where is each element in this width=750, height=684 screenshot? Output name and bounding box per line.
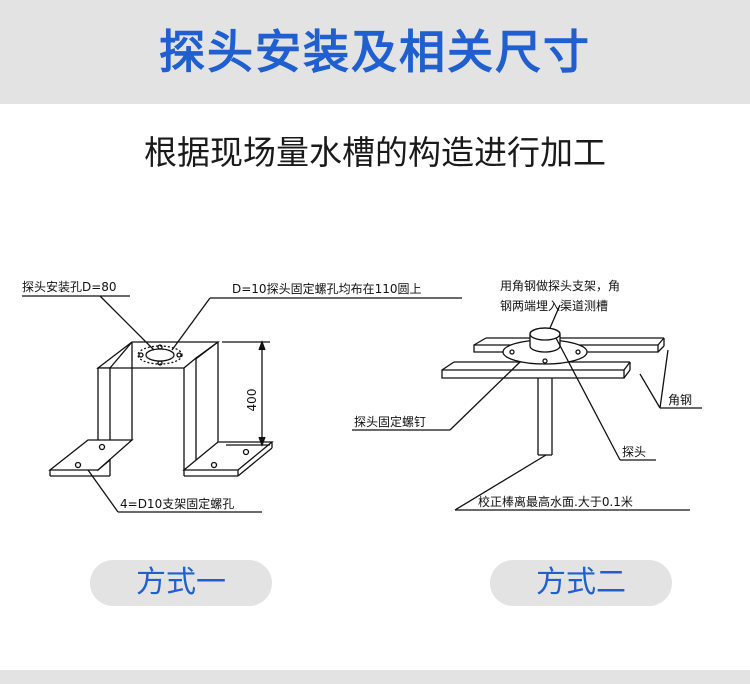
label-height-dimension: 400	[245, 389, 259, 412]
page-subtitle: 根据现场量水槽的构造进行加工	[144, 133, 606, 172]
page-title: 探头安装及相关尺寸	[159, 25, 591, 79]
label-bolt-holes: D=10探头固定螺孔均布在110圆上	[232, 281, 421, 296]
header-band	[0, 0, 750, 104]
label-angle-steel: 角钢	[668, 393, 692, 407]
label-probe: 探头	[622, 445, 646, 459]
label-note-line2: 钢两端埋入渠道测槽	[500, 299, 608, 313]
method-two-button[interactable]: 方式二	[490, 560, 672, 606]
label-fixing-screw: 探头固定螺钉	[354, 414, 426, 429]
label-water-level: 校正棒离最高水面.大于0.1米	[478, 494, 633, 509]
label-mount-hole: 探头安装孔D=80	[22, 279, 117, 294]
footer-band	[0, 670, 750, 684]
method-one-button[interactable]: 方式一	[90, 560, 272, 606]
angle-steel-drawing	[352, 304, 702, 511]
label-base-holes: 4=D10支架固定螺孔	[120, 496, 234, 511]
label-note-line1: 用角钢做探头支架，角	[500, 278, 620, 293]
u-bracket-drawing	[22, 295, 462, 513]
